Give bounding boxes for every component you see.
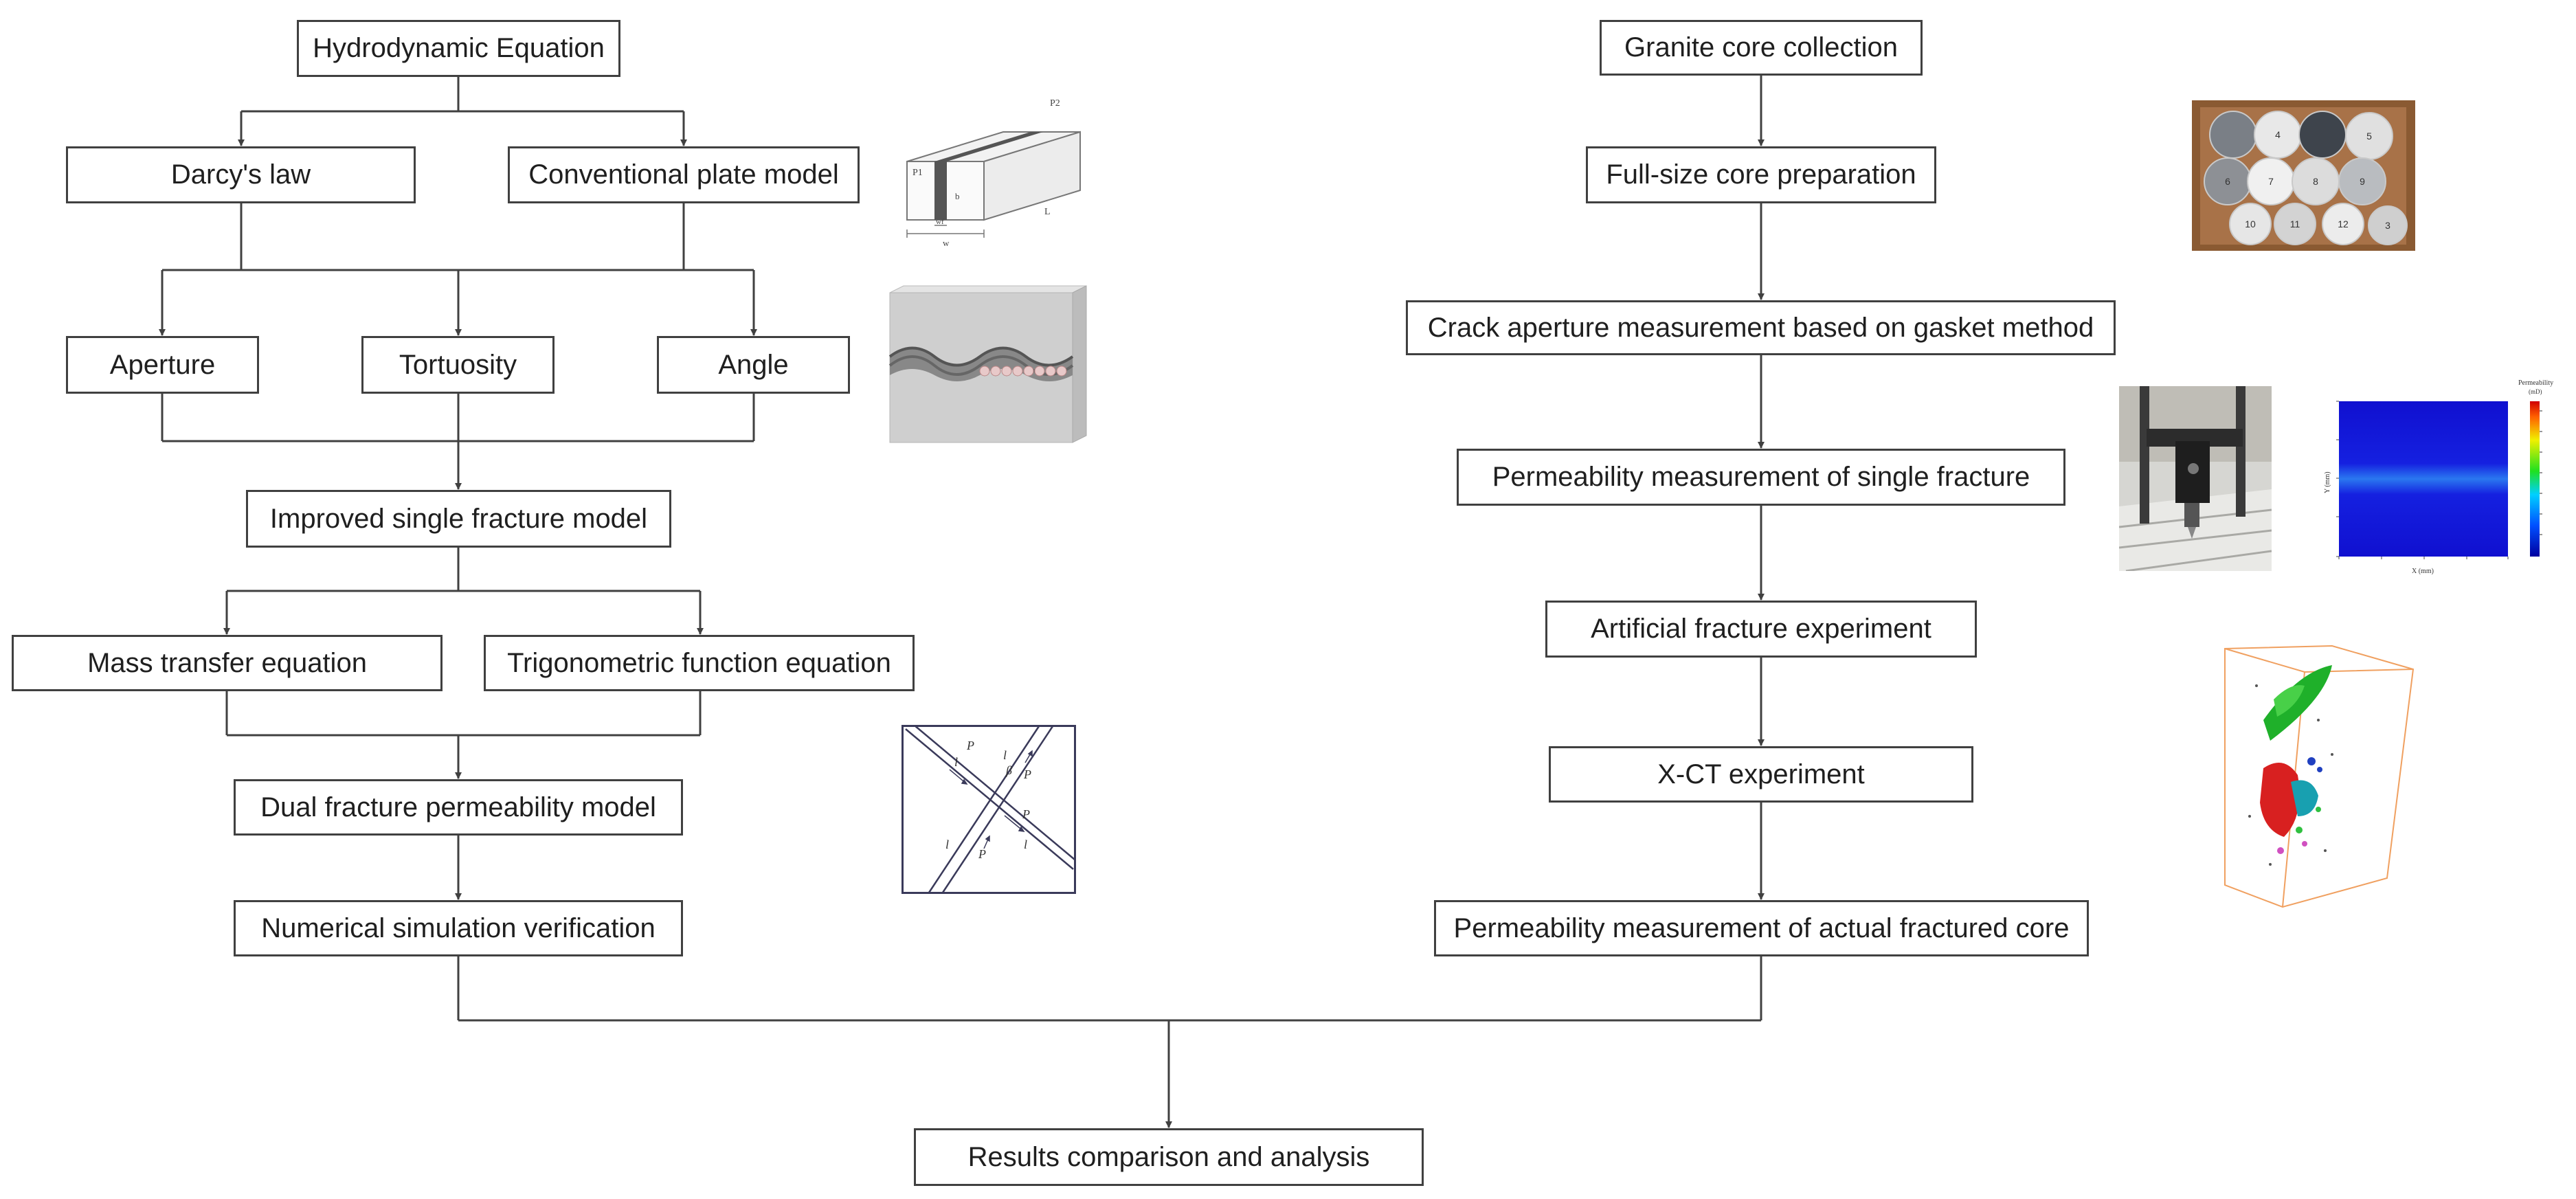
aperture-box: Aperture (66, 336, 259, 394)
plate-label-L: L (1044, 207, 1051, 217)
dual-label-lf1: l (1024, 838, 1027, 851)
permeability-single-fracture-box: Permeability measurement of single fract… (1457, 449, 2065, 506)
darcys-law-box: Darcy's law (66, 146, 416, 203)
heatmap-legend-unit: (mD) (2529, 388, 2542, 395)
heatmap-legend-title: Permeability (2518, 379, 2553, 387)
core-label: 11 (2290, 218, 2300, 229)
tortuosity-box: Tortuosity (361, 336, 555, 394)
dual-label-lf1: l (954, 755, 958, 769)
dual-label-pf1: P (966, 739, 974, 752)
core-label: 12 (2338, 218, 2349, 229)
angle-box: Angle (657, 336, 850, 394)
results-comparison-box: Results comparison and analysis (914, 1128, 1424, 1186)
dual-label-pf1: P (1022, 807, 1030, 821)
artificial-fracture-experiment-box: Artificial fracture experiment (1545, 601, 1977, 658)
plate-model-figure: P1 P2 b L wf w (906, 98, 1081, 248)
hydrodynamic-equation-box: Hydrodynamic Equation (297, 20, 620, 77)
plate-label-w: w (943, 238, 950, 248)
xct-volume-render (2224, 645, 2415, 908)
dual-label-beta: β (1005, 763, 1012, 777)
dual-label-lf2: l (945, 838, 949, 851)
core-label: 9 (2360, 176, 2365, 187)
core-label: 6 (2225, 176, 2230, 187)
mass-transfer-equation-box: Mass transfer equation (12, 635, 443, 691)
conventional-plate-model-box: Conventional plate model (508, 146, 860, 203)
heatmap-xlabel: X (mm) (2412, 568, 2434, 575)
core-label: 8 (2313, 176, 2318, 187)
core-label: 3 (2385, 220, 2390, 231)
plate-label-p2: P2 (1050, 98, 1060, 109)
xct-experiment-box: X-CT experiment (1549, 746, 1973, 803)
trigonometric-function-equation-box: Trigonometric function equation (484, 635, 915, 691)
gasket-apparatus-photo (2119, 386, 2272, 571)
dual-label-lf2: l (1003, 748, 1007, 762)
permeability-actual-fractured-core-box: Permeability measurement of actual fract… (1434, 900, 2089, 956)
core-label: 10 (2245, 218, 2256, 229)
numerical-simulation-verification-box: Numerical simulation verification (234, 900, 683, 956)
full-size-core-preparation-box: Full-size core preparation (1586, 146, 1936, 203)
corrugated-fracture-figure (888, 285, 1087, 443)
crack-aperture-measurement-box: Crack aperture measurement based on gask… (1406, 300, 2116, 355)
dual-fracture-diagram: P l l β P P l l P (901, 725, 1076, 894)
plate-label-b: b (955, 191, 960, 201)
dual-label-pf2: P (978, 847, 986, 861)
core-label: 5 (2366, 131, 2372, 142)
permeability-heatmap: X (mm) Y (mm) Permeability (mD) (2324, 379, 2553, 575)
plate-label-wf: wf (936, 218, 944, 226)
improved-single-fracture-model-box: Improved single fracture model (246, 490, 671, 548)
dual-label-pf2: P (1023, 767, 1031, 781)
core-label: 7 (2268, 176, 2274, 187)
heatmap-ylabel: Y (mm) (2324, 471, 2331, 493)
dual-fracture-permeability-model-box: Dual fracture permeability model (234, 779, 683, 836)
core-box-photo: 4 5 6 7 8 9 10 11 12 3 (2192, 100, 2415, 251)
core-label: 4 (2275, 129, 2281, 140)
plate-label-p1: P1 (912, 168, 923, 178)
granite-core-collection-box: Granite core collection (1600, 20, 1923, 76)
